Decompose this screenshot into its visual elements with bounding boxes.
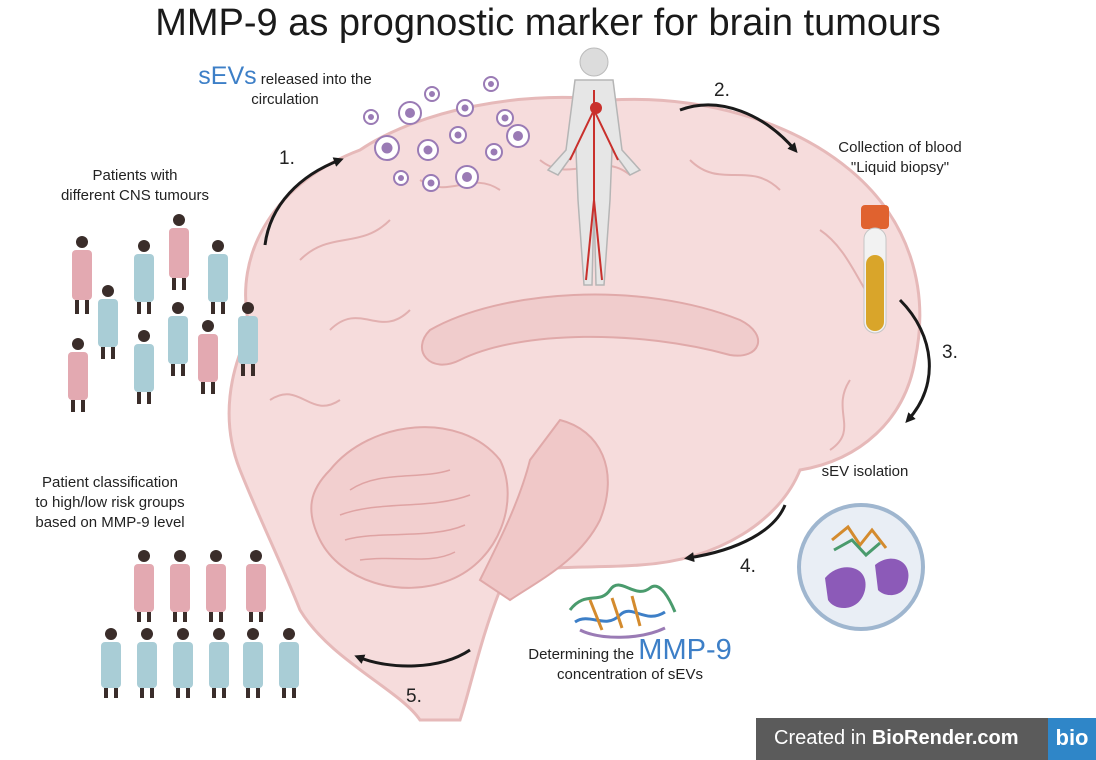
patient-icon [173, 628, 193, 698]
mmp9-determination-label: Determining the MMP-9 concentration of s… [500, 636, 760, 685]
brain-illustration [227, 95, 922, 722]
page-title: MMP-9 as prognostic marker for brain tum… [155, 2, 941, 44]
step-2-arrow [679, 103, 798, 154]
human-circulation-illustration [546, 47, 642, 286]
patient-icon [98, 285, 118, 359]
sevs-label: sEVs released into the circulation [175, 64, 395, 110]
patient-icon [279, 628, 299, 698]
credit-text: Created in BioRender.com [774, 727, 1019, 750]
patient-icon [208, 240, 228, 314]
mmp9-protein-icon [568, 583, 677, 639]
classification-line-3: based on MMP-9 level [35, 514, 185, 531]
classification-line-1: Patient classification [42, 474, 178, 491]
blood-tube-icon [861, 205, 889, 334]
patient-icon [209, 628, 229, 698]
patient-icon [101, 628, 121, 698]
mmp9-highlight: MMP-9 [638, 634, 732, 666]
patient-group-top [68, 214, 258, 412]
step-1-arrow [263, 157, 344, 246]
patient-icon [168, 302, 188, 376]
patient-icon [137, 628, 157, 698]
patients-label-line-1: Patients with [92, 167, 178, 184]
isolation-dish-icon [797, 503, 925, 631]
credit-prefix: Created in [774, 727, 872, 749]
sevs-label-text: released into the [256, 71, 372, 88]
patient-icon [68, 338, 88, 412]
patient-icon [246, 550, 266, 622]
patients-label-line-2: different CNS tumours [60, 187, 210, 204]
blood-collection-line-1: Collection of blood [838, 139, 962, 156]
patient-icon [206, 550, 226, 622]
patient-icon [134, 330, 154, 404]
step-2-number: 2. [714, 80, 730, 101]
step-4-arrow [684, 504, 787, 563]
step-5-number: 5. [406, 686, 422, 707]
biorender-credit-badge: Created in BioRender.com bio [756, 718, 1096, 760]
patient-group-bottom [101, 550, 299, 698]
patient-icon [134, 550, 154, 622]
patient-icon [169, 214, 189, 290]
isolation-label: sEV isolation [821, 463, 909, 480]
patients-label: Patients with different CNS tumours [40, 166, 230, 206]
step-5-arrow [354, 648, 471, 668]
determining-text-2: concentration of sEVs [557, 666, 703, 683]
step-3-arrow [898, 298, 931, 423]
step-1-number: 1. [279, 148, 295, 169]
patient-icon [243, 628, 263, 698]
biorender-logo-icon: bio [1048, 718, 1096, 760]
sevs-highlight: sEVs [198, 62, 257, 90]
credit-brand: BioRender.com [871, 727, 1019, 749]
classification-line-2: to high/low risk groups [35, 494, 185, 511]
step-3-number: 3. [942, 342, 958, 363]
patient-icon [134, 240, 154, 314]
patient-icon [72, 236, 92, 314]
patient-icon [238, 302, 258, 376]
step-4-number: 4. [740, 556, 756, 577]
blood-collection-line-2: "Liquid biopsy" [850, 159, 950, 176]
sevs-label-text-2: circulation [251, 91, 319, 108]
patient-icon [198, 320, 218, 394]
patient-icon [170, 550, 190, 622]
blood-collection-label: Collection of blood "Liquid biopsy" [800, 138, 1000, 178]
determining-text: Determining the [528, 646, 639, 663]
classification-label: Patient classification to high/low risk … [10, 473, 210, 533]
